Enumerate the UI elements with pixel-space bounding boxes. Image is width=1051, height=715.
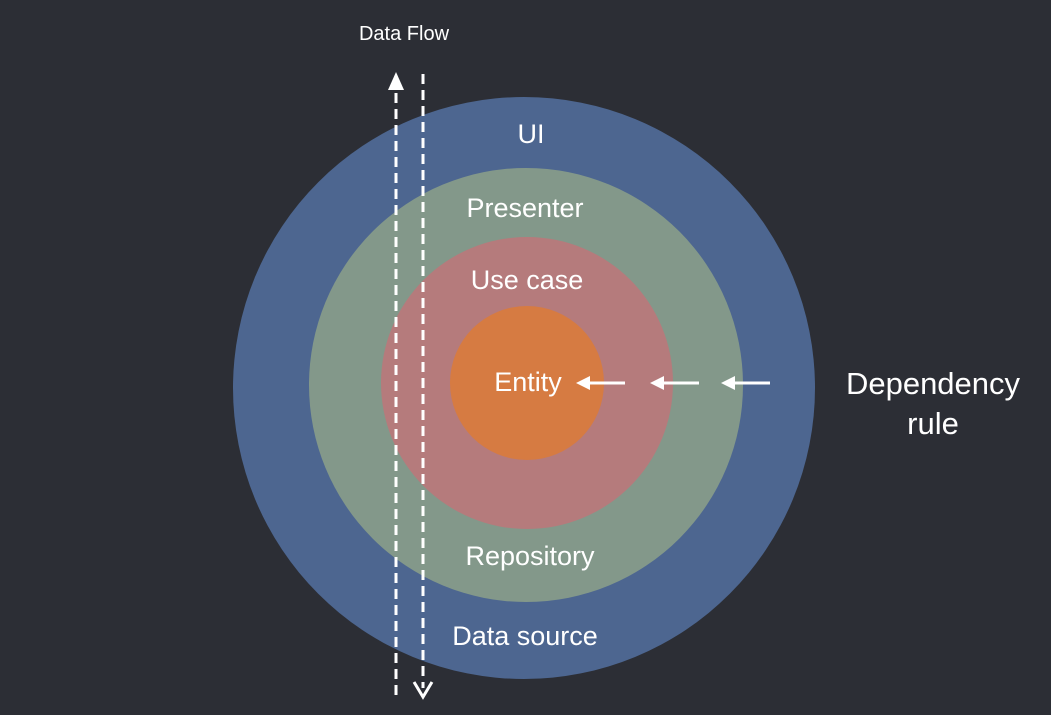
data-flow-down-arrow xyxy=(412,74,434,700)
presenter-layer-label: Presenter xyxy=(466,193,583,223)
data-source-layer-label: Data source xyxy=(452,621,598,651)
dependency-arrow-middle xyxy=(650,376,699,390)
dependency-arrow-inner xyxy=(576,376,625,390)
data-flow-up-arrow xyxy=(388,72,404,695)
ui-layer-label: UI xyxy=(518,119,545,149)
entity-layer-label: Entity xyxy=(494,367,562,397)
dependency-rule-label-line1: Dependency xyxy=(846,366,1021,401)
use-case-layer-label: Use case xyxy=(471,265,584,295)
dependency-arrow-outer xyxy=(721,376,770,390)
dependency-rule-label-line2: rule xyxy=(907,406,959,441)
repository-layer-label: Repository xyxy=(465,541,595,571)
entity-layer-circle xyxy=(450,306,604,460)
data-flow-title: Data Flow xyxy=(359,23,450,45)
